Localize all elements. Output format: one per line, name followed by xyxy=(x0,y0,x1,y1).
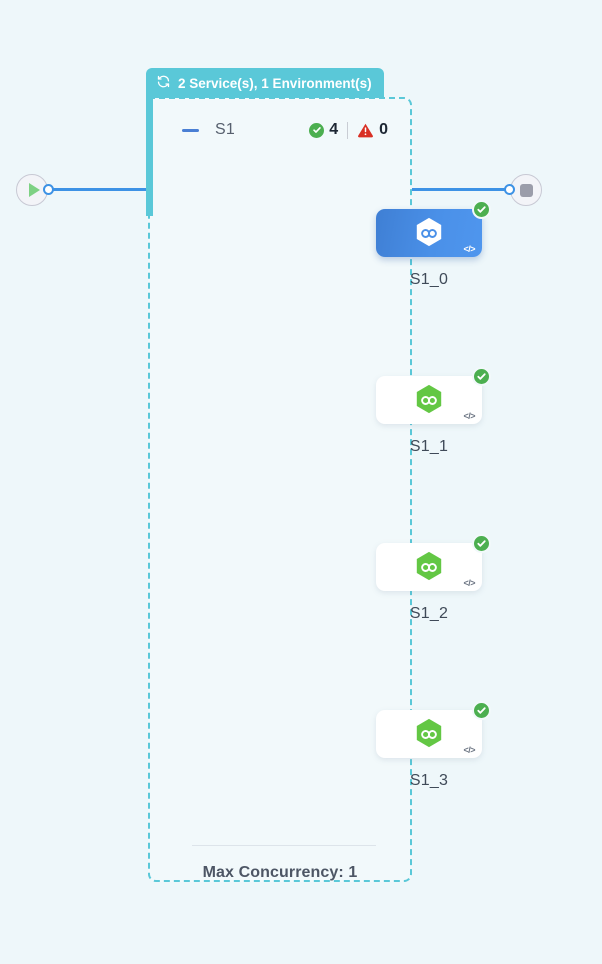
group-tab-label: 2 Service(s), 1 Environment(s) xyxy=(178,75,372,91)
check-circle-icon xyxy=(309,122,325,138)
play-icon xyxy=(28,183,40,197)
code-brackets-icon: </> xyxy=(463,411,475,421)
start-node[interactable] xyxy=(16,174,48,206)
status-error-count: 0 xyxy=(379,121,388,138)
node-label: S1_2 xyxy=(409,605,449,622)
status-badge xyxy=(472,534,491,553)
warning-triangle-icon xyxy=(357,122,374,138)
status-badge xyxy=(472,367,491,386)
service-group-container[interactable]: 2 Service(s), 1 Environment(s) S1 4 xyxy=(146,68,491,882)
group-tab-spine xyxy=(146,96,153,216)
stop-icon xyxy=(519,183,533,197)
node-s1-1[interactable]: </> S1_1 xyxy=(376,367,491,455)
group-status-cluster: 4 0 xyxy=(309,121,388,139)
node-card[interactable]: </> xyxy=(376,367,491,424)
status-badge xyxy=(472,200,491,219)
status-divider xyxy=(347,121,349,139)
minus-icon[interactable] xyxy=(182,128,199,132)
node-label: S1_0 xyxy=(409,271,449,288)
edge-start-to-group xyxy=(50,188,148,191)
group-header: S1 4 xyxy=(150,117,410,143)
hexagon-infinity-icon xyxy=(414,718,444,751)
status-ok-count: 4 xyxy=(329,121,339,138)
end-node-input-handle[interactable] xyxy=(504,184,515,195)
node-s1-3[interactable]: </> S1_3 xyxy=(376,701,491,789)
start-node-output-handle[interactable] xyxy=(43,184,54,195)
footer-divider xyxy=(192,845,376,846)
hexagon-infinity-icon xyxy=(414,551,444,584)
code-brackets-icon: </> xyxy=(463,745,475,755)
code-brackets-icon: </> xyxy=(463,244,475,254)
end-node[interactable] xyxy=(510,174,542,206)
refresh-sync-icon xyxy=(156,74,171,92)
code-brackets-icon: </> xyxy=(463,578,475,588)
node-card[interactable]: </> xyxy=(376,200,491,257)
node-card[interactable]: </> xyxy=(376,701,491,758)
edge-group-to-end xyxy=(411,188,507,191)
status-badge xyxy=(472,701,491,720)
status-error: 0 xyxy=(357,121,388,139)
group-name-label: S1 xyxy=(215,121,235,138)
status-ok: 4 xyxy=(309,121,338,139)
node-card[interactable]: </> xyxy=(376,534,491,591)
node-label: S1_1 xyxy=(409,438,449,455)
node-s1-2[interactable]: </> S1_2 xyxy=(376,534,491,622)
node-label: S1_3 xyxy=(409,772,449,789)
hexagon-infinity-icon xyxy=(414,384,444,417)
hexagon-infinity-icon xyxy=(414,217,444,250)
node-s1-0[interactable]: </> S1_0 xyxy=(376,200,491,288)
group-tab[interactable]: 2 Service(s), 1 Environment(s) xyxy=(146,68,384,98)
group-body: S1 4 xyxy=(148,97,491,882)
max-concurrency-label: Max Concurrency: 1 xyxy=(202,864,358,881)
